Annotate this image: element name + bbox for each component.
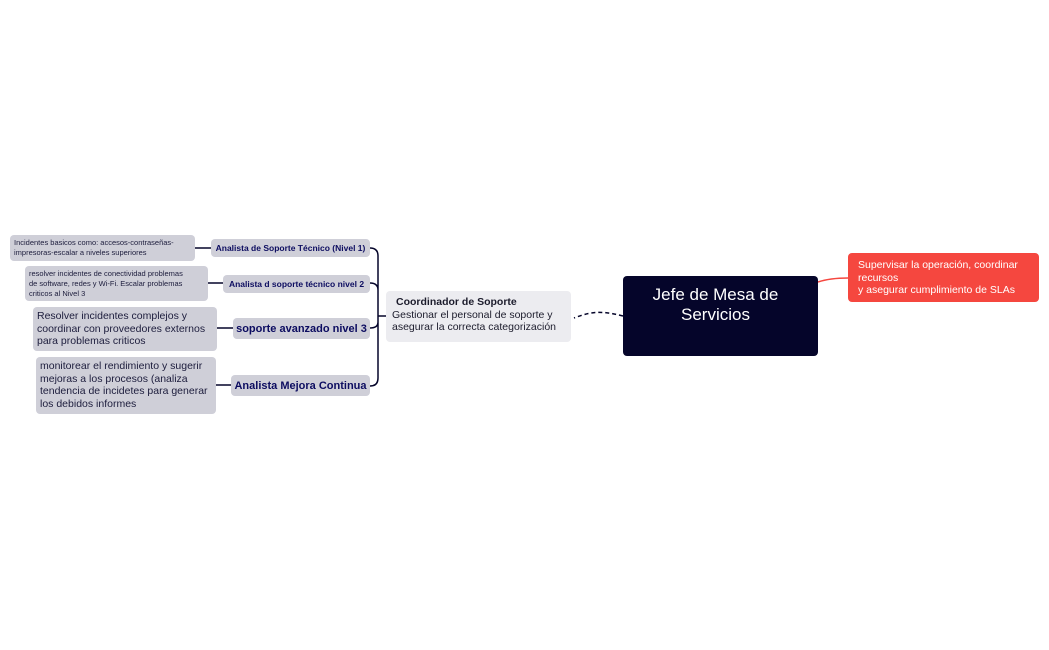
coordinator-bracket	[369, 247, 386, 387]
role-label: Analista Mejora Continua	[234, 379, 367, 392]
desc-line: mejoras a los procesos (analiza	[40, 372, 188, 385]
role-label: Analista d soporte técnico nivel 2	[228, 279, 365, 289]
role-node-level2[interactable]: Analista d soporte técnico nivel 2	[223, 275, 370, 293]
role-node-level3[interactable]: soporte avanzado nivel 3	[233, 318, 370, 339]
root-label-line1: Jefe de Mesa de	[652, 285, 779, 304]
callout-node[interactable]: Supervisar la operación, coordinar recur…	[848, 253, 1039, 302]
callout-line: y asegurar cumplimiento de SLAs	[858, 284, 1015, 296]
callout-line: recursos	[858, 271, 899, 284]
coordinator-node[interactable]: Coordinador de Soporte Gestionar el pers…	[386, 291, 571, 342]
role-label: soporte avanzado nivel 3	[236, 322, 367, 335]
desc-line: criticos al Nivel 3	[29, 289, 86, 298]
root-coordinator-connector	[573, 311, 624, 319]
role-desc-improvement[interactable]: monitorear el rendimiento y sugerir mejo…	[36, 357, 216, 414]
role-node-level1[interactable]: Analista de Soporte Técnico (Nivel 1)	[211, 239, 370, 257]
desc-line: monitorear el rendimiento y sugerir	[40, 360, 203, 372]
desc-line: de software, redes y Wi-Fi. Escalar prob…	[29, 279, 183, 288]
desc-line: Resolver incidentes complejos y	[37, 310, 187, 322]
desc-line: los debidos informes	[40, 397, 137, 410]
desc-line: tendencia de incidetes para generar	[40, 385, 208, 397]
desc-line: coordinar con proveedores externos	[37, 322, 206, 335]
root-label-line2: Servicios	[681, 305, 750, 324]
coordinator-title: Coordinador de Soporte	[396, 296, 517, 308]
callout-line: Supervisar la operación, coordinar	[858, 259, 1018, 271]
root-node[interactable]: Jefe de Mesa de Servicios	[623, 276, 818, 356]
desc-line: para problemas criticos	[37, 335, 146, 347]
coordinator-desc-line: Gestionar el personal de soporte y	[392, 308, 553, 321]
desc-line: impresoras-escalar a niveles superiores	[14, 248, 147, 257]
coordinator-desc-line: asegurar la correcta categorización	[392, 321, 557, 333]
role-connectors	[195, 247, 233, 386]
role-desc-level2[interactable]: resolver incidentes de conectividad prob…	[25, 266, 208, 301]
desc-line: Incidentes basicos como: accesos-contras…	[14, 238, 174, 247]
callout-connector	[817, 277, 849, 283]
role-node-improvement[interactable]: Analista Mejora Continua	[231, 375, 370, 396]
role-desc-level1[interactable]: Incidentes basicos como: accesos-contras…	[10, 235, 195, 261]
role-desc-level3[interactable]: Resolver incidentes complejos y coordina…	[33, 307, 217, 351]
role-label: Analista de Soporte Técnico (Nivel 1)	[215, 243, 366, 253]
desc-line: resolver incidentes de conectividad prob…	[29, 269, 183, 278]
